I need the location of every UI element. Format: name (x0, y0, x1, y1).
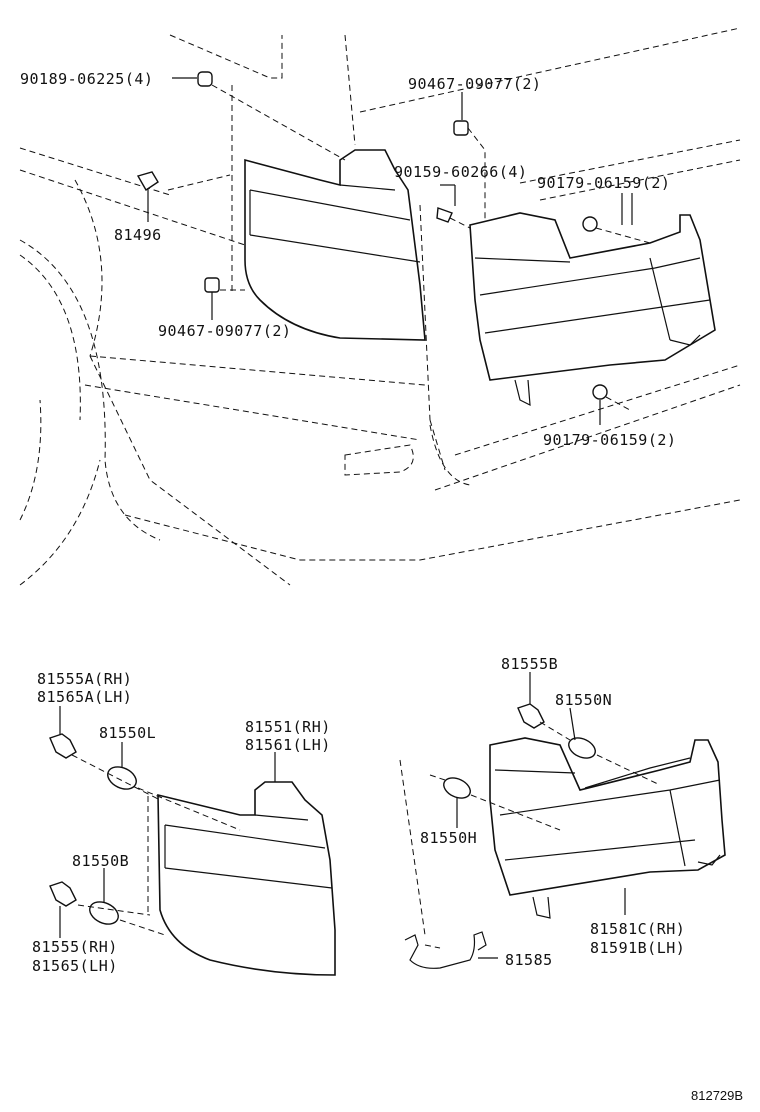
nut-90467-left-icon (204, 277, 220, 293)
label-81550n: 81550N (555, 691, 612, 709)
bulb-81550h-icon (443, 777, 471, 799)
socket-81555b-icon (517, 703, 545, 729)
label-81565a-lh: 81565A(LH) (37, 688, 132, 706)
label-81585: 81585 (505, 951, 553, 969)
bulb-81550n-icon (568, 737, 596, 759)
label-90467-09077-top: 90467-09077(2) (408, 75, 541, 93)
nut-90189-icon (197, 71, 213, 87)
wire-harness-81585-icon (404, 931, 487, 969)
right-tail-lamp-top (469, 212, 716, 407)
socket-81555-icon (49, 881, 77, 907)
screw-90159-icon (436, 207, 453, 223)
label-81565-lh: 81565(LH) (32, 957, 118, 975)
leader-lines-bottom (59, 672, 626, 959)
label-81561-lh: 81561(LH) (245, 736, 331, 754)
lamp-assembly-81581c (489, 737, 726, 919)
diagram-id: 812729B (691, 1088, 743, 1103)
label-81555a-rh: 81555A(RH) (37, 670, 132, 688)
assembly-lines-top (167, 84, 651, 411)
lens-assembly-81551 (157, 781, 336, 976)
label-81496: 81496 (114, 226, 162, 244)
label-81550h: 81550H (420, 829, 477, 847)
socket-81555a-icon (49, 733, 77, 759)
label-90179-06159-top: 90179-06159(2) (537, 174, 670, 192)
label-81551-rh: 81551(RH) (245, 718, 331, 736)
label-81550b: 81550B (72, 852, 129, 870)
clip-81496-icon (136, 171, 159, 191)
labels-top: 90189-06225(4) 90467-09077(2) 90159-6026… (20, 70, 676, 449)
leader-lines-top (147, 77, 633, 425)
label-81555-rh: 81555(RH) (32, 938, 118, 956)
hardware-parts-top (136, 71, 608, 400)
bottom-parts (49, 703, 596, 969)
nut-90179-bottom-icon (592, 384, 608, 400)
label-90179-06159-bottom: 90179-06159(2) (543, 431, 676, 449)
vehicle-rear-body (19, 27, 741, 586)
label-90189-06225: 90189-06225(4) (20, 70, 153, 88)
nut-90467-top-icon (453, 120, 469, 136)
assembly-lines-bottom (71, 721, 661, 949)
label-90467-09077-left: 90467-09077(2) (158, 322, 291, 340)
nut-90179-top-icon (582, 216, 598, 232)
labels-bottom: 81555A(RH) 81565A(LH) 81550L 81551(RH) 8… (32, 655, 685, 975)
label-81555b: 81555B (501, 655, 558, 673)
bulb-81550l-icon (107, 766, 137, 790)
label-81591b-lh: 81591B(LH) (590, 939, 685, 957)
label-90159-60266: 90159-60266(4) (394, 163, 527, 181)
label-81581c-rh: 81581C(RH) (590, 920, 685, 938)
left-tail-lamp-top (244, 149, 426, 341)
label-81550l: 81550L (99, 724, 156, 742)
